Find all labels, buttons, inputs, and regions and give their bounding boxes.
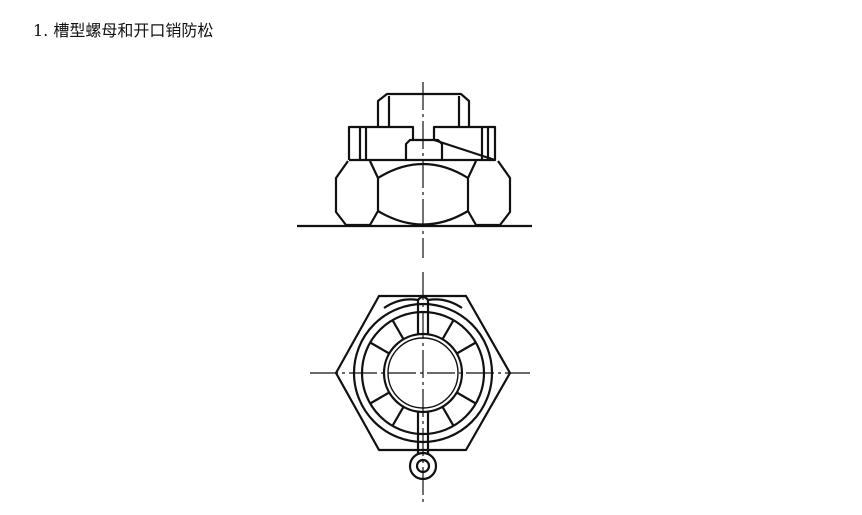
slot-lines [369, 319, 477, 427]
castle-crown [347, 125, 497, 162]
slot-line [369, 391, 390, 405]
figure-caption: 1. 槽型螺母和开口销防松 [33, 21, 214, 40]
cotter-pin-legs [416, 412, 430, 455]
hex-face-left [334, 160, 380, 227]
slot-line [456, 341, 477, 355]
hex-face-right [466, 160, 512, 227]
slot-line [391, 406, 405, 427]
slot-line [456, 391, 477, 405]
slot-line [391, 319, 405, 340]
front-view [297, 82, 532, 258]
cotter-pin-head [404, 138, 444, 160]
slot-line [441, 406, 455, 427]
slot-line [369, 341, 390, 355]
cotter-pin-ends [383, 298, 463, 309]
nut-cap [376, 92, 471, 126]
top-view [310, 272, 530, 505]
slot-line [441, 319, 455, 340]
